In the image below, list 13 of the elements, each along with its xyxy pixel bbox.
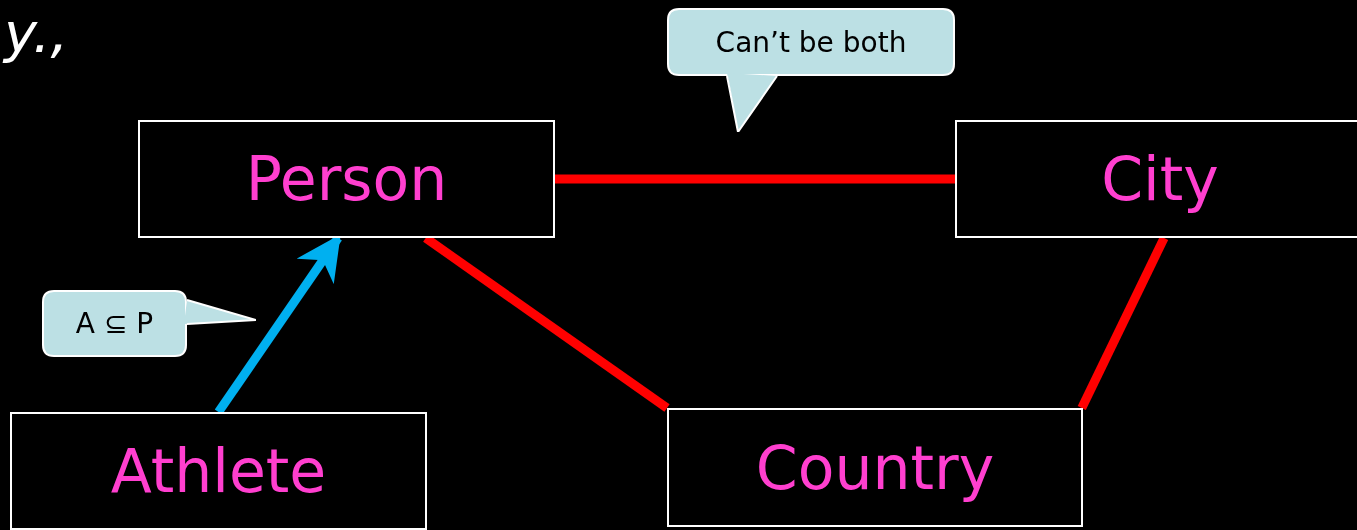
- class-box: [667, 408, 1083, 527]
- class-box: [138, 120, 555, 238]
- class-name: Country: [755, 432, 995, 503]
- callout-text: A ⊆ P: [75, 307, 154, 340]
- callout-text: Can’t be both: [715, 25, 907, 59]
- connector-line: [555, 174, 955, 184]
- class-name: City: [1101, 144, 1219, 214]
- handwritten-text: y.,: [4, 2, 69, 64]
- class-name: Athlete: [110, 436, 327, 506]
- class-name: Person: [245, 144, 448, 214]
- class-box: [955, 120, 1357, 238]
- class-box: [10, 412, 427, 530]
- connector-line: [1077, 236, 1169, 410]
